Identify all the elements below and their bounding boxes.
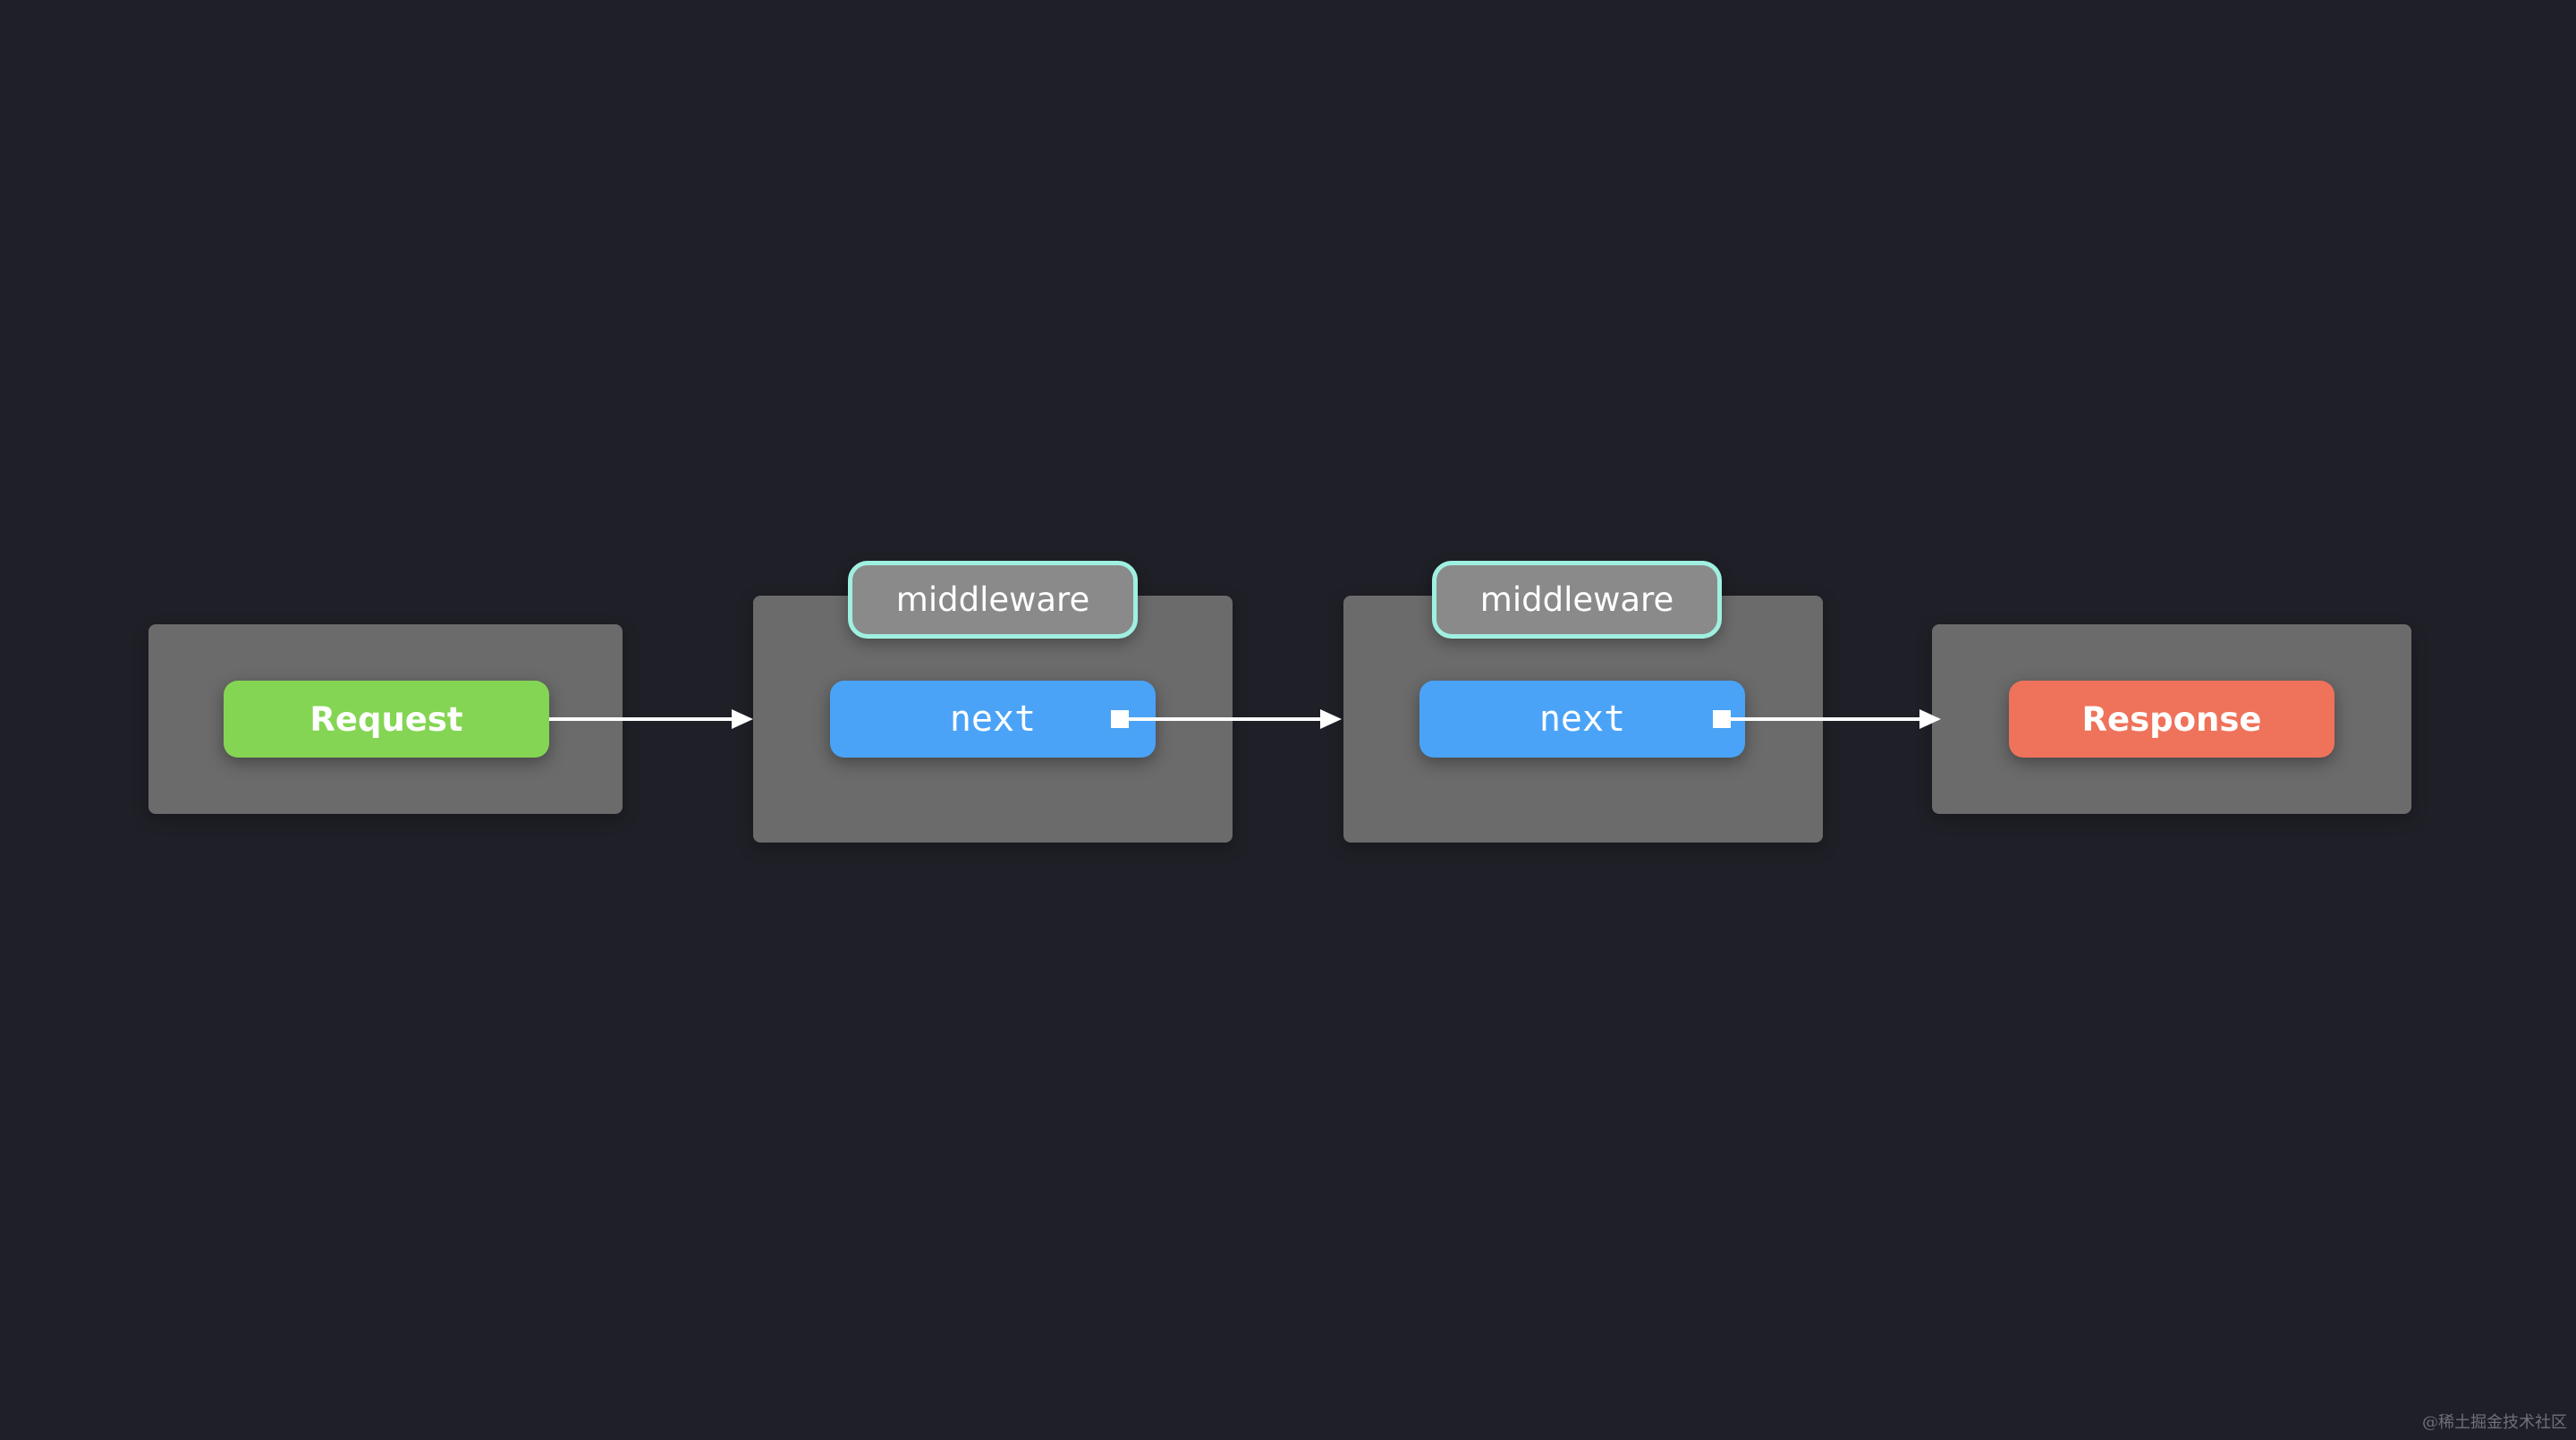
response-node: Response [2009, 681, 2334, 758]
request-node: Request [224, 681, 549, 758]
middleware-tag-1: middleware [848, 561, 1138, 639]
middleware-tag-2: middleware [1432, 561, 1722, 639]
watermark-text: @稀土掘金技术社区 [2422, 1413, 2567, 1432]
next-node-2: next [1419, 681, 1745, 758]
next-node-1: next [830, 681, 1156, 758]
